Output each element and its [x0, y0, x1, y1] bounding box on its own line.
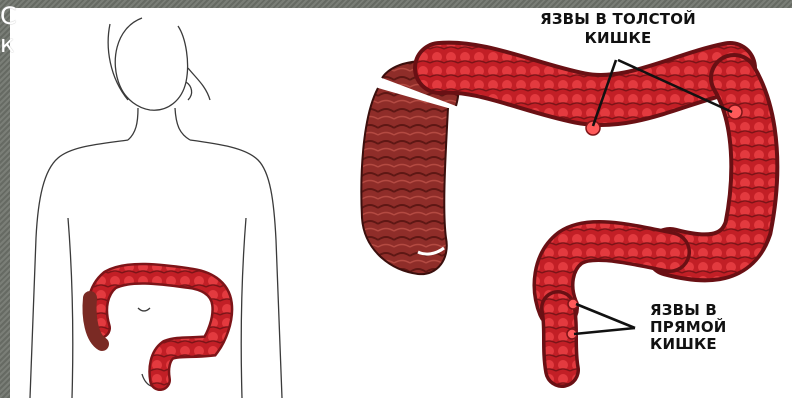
overlay-text: С к — [0, 2, 17, 58]
illustration-canvas: ЯЗВЫ В ТОЛСТОЙ КИШКЕ ЯЗВЫ В ПРЯМОЙ КИШКЕ — [10, 8, 792, 398]
rectum-ulcers-line3: КИШКЕ — [650, 336, 790, 353]
overlay-line1: С — [0, 2, 17, 30]
colon-ulcers-label: ЯЗВЫ В ТОЛСТОЙ КИШКЕ — [488, 10, 748, 48]
pointer-rectum-2 — [574, 328, 635, 334]
torso-colon — [90, 274, 223, 380]
colon-ulcers-line2: КИШКЕ — [488, 29, 748, 48]
rectum-ulcers-label: ЯЗВЫ В ПРЯМОЙ КИШКЕ — [650, 302, 790, 353]
overlay-line2: к — [0, 30, 15, 58]
human-silhouette — [30, 18, 282, 398]
colon-ulcers-line1: ЯЗВЫ В ТОЛСТОЙ — [488, 10, 748, 29]
rectum-ulcers-line2: ПРЯМОЙ — [650, 319, 790, 336]
pointer-rectum-1 — [576, 304, 635, 328]
rectum-ulcers-line1: ЯЗВЫ В — [650, 302, 790, 319]
